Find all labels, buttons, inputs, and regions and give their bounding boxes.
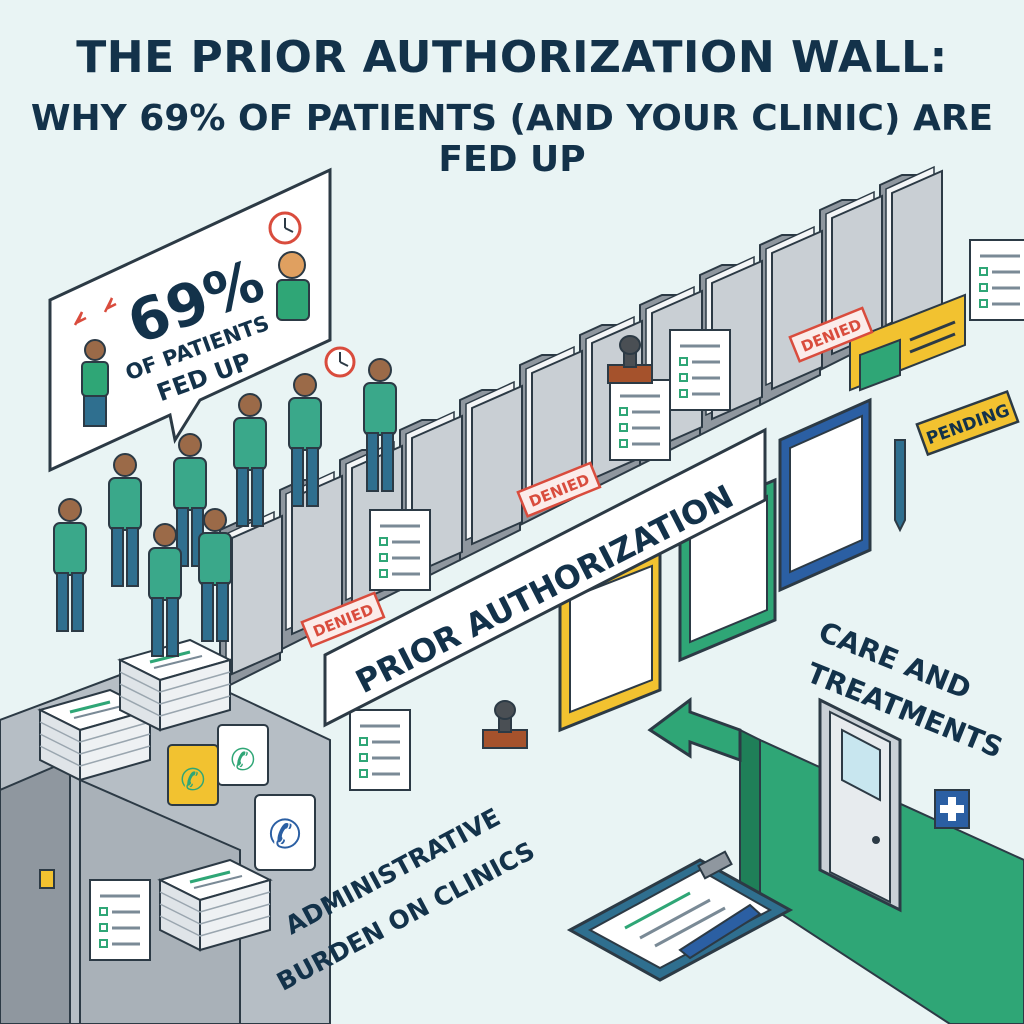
svg-text:✆: ✆ (268, 812, 302, 858)
speech-bubble: 69% OF PATIENTS FED UP (48, 167, 332, 473)
clipboard-icon (558, 547, 662, 733)
title-line-1: THE PRIOR AUTHORIZATION WALL: (76, 32, 948, 83)
phone-icon: ✆ (217, 724, 269, 786)
clipboard-icon (566, 850, 794, 982)
medical-cross-icon (934, 789, 970, 829)
door-icon (818, 697, 902, 913)
phone-icon: ✆ (254, 794, 316, 871)
pending-sign: PENDING (915, 389, 1020, 457)
arrow-icon (647, 697, 742, 763)
svg-text:✆: ✆ (180, 763, 205, 798)
clipboard-icon (778, 397, 872, 593)
pen-icon (894, 439, 906, 533)
clock-icon (324, 346, 356, 378)
svg-text:✆: ✆ (230, 743, 255, 778)
pen-icon (678, 903, 762, 960)
stress-icon (73, 311, 87, 326)
title-line-2: WHY 69% OF PATIENTS (AND YOUR CLINIC) AR… (30, 98, 994, 180)
id-card-icon (849, 293, 966, 392)
stressed-patient-icon (81, 339, 109, 427)
rubber-stamp-icon (482, 700, 528, 749)
clock-icon (268, 211, 302, 245)
phone-icon: ✆ (167, 744, 219, 806)
worried-patient-icon (276, 251, 310, 321)
